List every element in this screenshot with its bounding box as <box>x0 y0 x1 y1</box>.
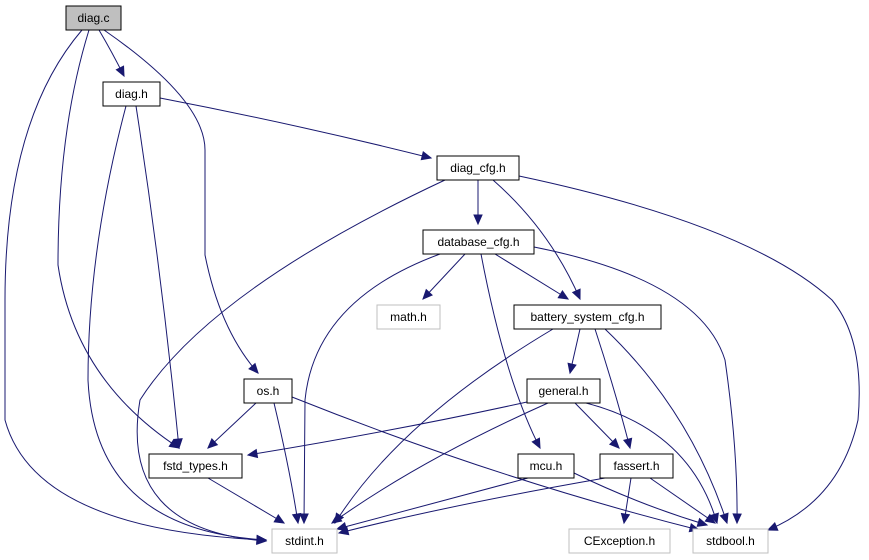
node-database-cfg-h[interactable]: database_cfg.h <box>422 229 535 255</box>
node-diag-h[interactable]: diag.h <box>102 81 161 107</box>
edge-battery-system-cfg-h-to-general-h <box>567 328 581 375</box>
node-fassert-h[interactable]: fassert.h <box>599 453 674 479</box>
edge-os-h-to-stdint-h <box>273 402 302 525</box>
edge-diag-h-to-fstd-types-h <box>135 105 183 450</box>
edge-fstd-types-h-to-stdint-h <box>207 477 286 524</box>
node-label-diag-cfg-h: diag_cfg.h <box>450 161 505 175</box>
node-label-battery-system-cfg-h: battery_system_cfg.h <box>530 310 644 324</box>
node-label-mcu-h: mcu.h <box>530 459 563 473</box>
node-os-h[interactable]: os.h <box>243 378 293 404</box>
node-label-math-h: math.h <box>390 310 427 324</box>
edge-diag-cfg-h-to-battery-system-cfg-h <box>492 179 581 301</box>
node-label-database-cfg-h: database_cfg.h <box>437 235 519 249</box>
node-label-stdbool-h: stdbool.h <box>706 534 755 548</box>
edge-fassert-h-to-stdint-h <box>337 477 606 536</box>
edge-database-cfg-h-to-stdbool-h <box>533 246 742 525</box>
node-stdint-h[interactable]: stdint.h <box>271 528 338 554</box>
node-label-general-h: general.h <box>538 384 588 398</box>
node-label-fstd-types-h: fstd_types.h <box>163 459 228 473</box>
node-label-os-h: os.h <box>257 384 280 398</box>
node-general-h[interactable]: general.h <box>526 378 601 404</box>
node-label-diag-c: diag.c <box>77 11 109 25</box>
edge-diag-c-to-os-h <box>103 29 259 374</box>
node-diag-cfg-h[interactable]: diag_cfg.h <box>436 155 520 181</box>
edge-fassert-h-to-stdbool-h <box>649 477 717 524</box>
edge-battery-system-cfg-h-to-fassert-h <box>594 328 633 450</box>
node-fstd-types-h[interactable]: fstd_types.h <box>148 453 243 479</box>
edge-general-h-to-stdbool-h <box>585 402 719 525</box>
node-label-diag-h: diag.h <box>115 87 148 101</box>
edge-layer <box>4 29 860 546</box>
node-label-fassert-h: fassert.h <box>613 459 659 473</box>
node-mcu-h[interactable]: mcu.h <box>517 453 575 479</box>
edge-os-h-to-fstd-types-h <box>207 402 257 449</box>
node-diag-c[interactable]: diag.c <box>65 5 122 31</box>
edge-diag-cfg-h-to-stdbool-h <box>518 175 860 531</box>
edge-diag-cfg-h-to-stdint-h <box>136 179 446 546</box>
node-cexception-h[interactable]: CException.h <box>568 528 671 554</box>
edge-diag-cfg-h-to-database-cfg-h <box>473 180 483 226</box>
edge-database-cfg-h-to-stdint-h <box>299 253 441 525</box>
edge-general-h-to-stdint-h <box>330 402 549 524</box>
node-label-stdint-h: stdint.h <box>285 534 324 548</box>
edge-fassert-h-to-cexception-h <box>620 477 632 525</box>
edge-battery-system-cfg-h-to-stdbool-h <box>604 328 729 525</box>
edge-mcu-h-to-stdint-h <box>335 477 529 532</box>
edge-diag-h-to-diag-cfg-h <box>159 97 433 161</box>
edge-database-cfg-h-to-mcu-h <box>480 253 541 450</box>
node-battery-system-cfg-h[interactable]: battery_system_cfg.h <box>513 304 662 330</box>
edge-general-h-to-fassert-h <box>574 402 620 449</box>
node-label-cexception-h: CException.h <box>584 534 655 548</box>
edge-database-cfg-h-to-math-h <box>422 253 466 300</box>
edge-mcu-h-to-stdbool-h <box>573 472 709 527</box>
edge-diag-c-to-diag-h <box>98 29 125 78</box>
edge-general-h-to-fstd-types-h <box>246 401 528 459</box>
edge-database-cfg-h-to-battery-system-cfg-h <box>494 253 570 300</box>
node-math-h[interactable]: math.h <box>376 304 441 330</box>
node-stdbool-h[interactable]: stdbool.h <box>692 528 769 554</box>
node-layer: diag.c diag.h diag_cfg.h database_cfg.h … <box>65 5 769 554</box>
